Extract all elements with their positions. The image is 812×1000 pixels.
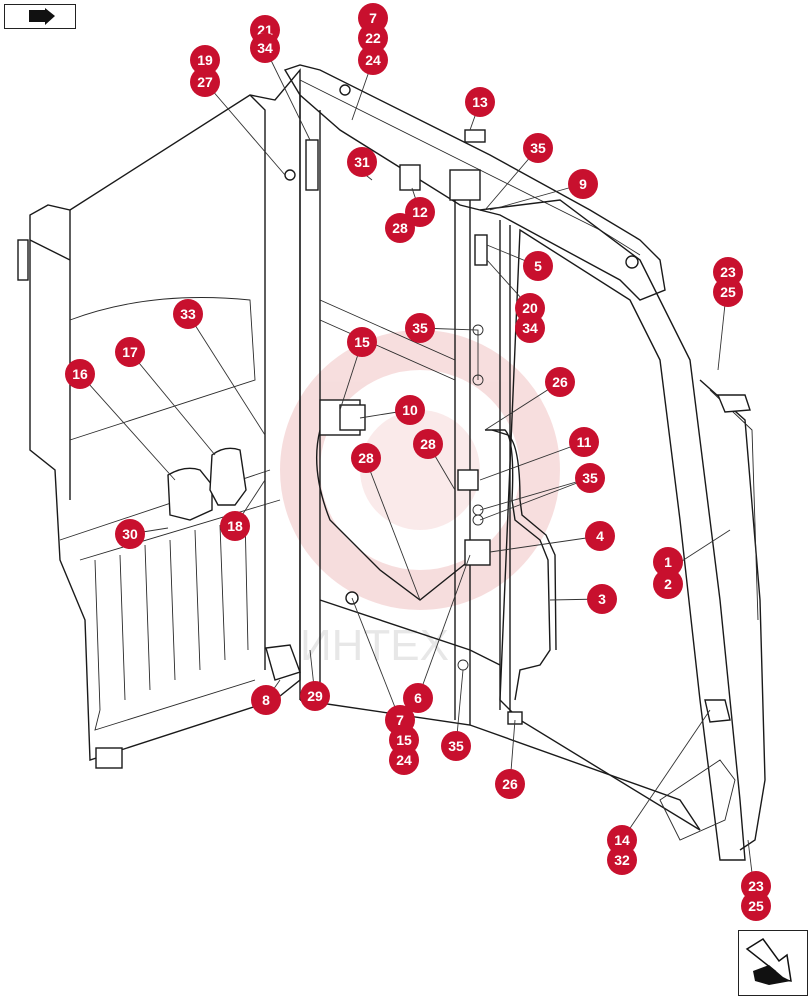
svg-text:15: 15 bbox=[354, 334, 370, 350]
callout-9: 9 bbox=[568, 169, 598, 199]
svg-text:20: 20 bbox=[522, 300, 538, 316]
callout-26-bottom: 26 bbox=[495, 769, 525, 799]
svg-text:24: 24 bbox=[396, 752, 412, 768]
svg-text:5: 5 bbox=[534, 258, 542, 274]
callout-31: 31 bbox=[347, 147, 377, 177]
svg-text:31: 31 bbox=[354, 154, 370, 170]
callout-6: 6 bbox=[403, 683, 433, 713]
callout-2: 2 bbox=[653, 569, 683, 599]
svg-text:12: 12 bbox=[412, 204, 428, 220]
callout-5: 5 bbox=[523, 251, 553, 281]
previous-page-button[interactable] bbox=[4, 4, 76, 29]
callout-29: 29 bbox=[300, 681, 330, 711]
small-parts bbox=[167, 129, 523, 725]
callout-10: 10 bbox=[395, 395, 425, 425]
callout-34-mid: 34 bbox=[515, 313, 545, 343]
callout-3: 3 bbox=[587, 584, 617, 614]
callout-25-bottom: 25 bbox=[741, 891, 771, 921]
callout-15-mid: 15 bbox=[347, 327, 377, 357]
svg-text:35: 35 bbox=[530, 140, 546, 156]
svg-text:26: 26 bbox=[502, 776, 518, 792]
callout-11: 11 bbox=[569, 427, 599, 457]
svg-text:19: 19 bbox=[197, 52, 213, 68]
svg-text:35: 35 bbox=[582, 470, 598, 486]
callout-12: 12 bbox=[405, 197, 435, 227]
callout-26-mid: 26 bbox=[545, 367, 575, 397]
svg-text:27: 27 bbox=[197, 74, 213, 90]
callout-24-bottom: 24 bbox=[389, 745, 419, 775]
svg-text:24: 24 bbox=[365, 52, 381, 68]
svg-text:7: 7 bbox=[369, 10, 377, 26]
callout-16: 16 bbox=[65, 359, 95, 389]
svg-text:25: 25 bbox=[720, 284, 736, 300]
callout-25-top: 25 bbox=[713, 277, 743, 307]
callout-35-right: 35 bbox=[575, 463, 605, 493]
svg-text:ИНТЕХ: ИНТЕХ bbox=[300, 621, 449, 670]
svg-text:35: 35 bbox=[448, 738, 464, 754]
svg-text:16: 16 bbox=[72, 366, 88, 382]
door-rod bbox=[485, 429, 557, 701]
callout-35-bottom: 35 bbox=[441, 731, 471, 761]
callout-4: 4 bbox=[585, 521, 615, 551]
svg-text:28: 28 bbox=[420, 436, 436, 452]
svg-text:11: 11 bbox=[577, 434, 592, 450]
callout-13: 13 bbox=[465, 87, 495, 117]
svg-text:9: 9 bbox=[579, 176, 587, 192]
callout-32: 32 bbox=[607, 845, 637, 875]
roof-rail bbox=[283, 64, 666, 301]
door-assembly bbox=[479, 199, 766, 861]
latch-cable bbox=[316, 429, 471, 601]
svg-text:18: 18 bbox=[227, 518, 243, 534]
svg-text:7: 7 bbox=[396, 712, 404, 728]
svg-text:23: 23 bbox=[720, 264, 736, 280]
svg-text:25: 25 bbox=[748, 898, 764, 914]
svg-text:4: 4 bbox=[596, 528, 604, 544]
callout-28-top: 28 bbox=[385, 213, 415, 243]
svg-text:6: 6 bbox=[414, 690, 422, 706]
callout-24-top: 24 bbox=[358, 45, 388, 75]
callout-28-mid-right: 28 bbox=[413, 429, 443, 459]
svg-text:35: 35 bbox=[412, 320, 428, 336]
svg-text:14: 14 bbox=[614, 832, 630, 848]
callout-17: 17 bbox=[115, 337, 145, 367]
callout-30: 30 bbox=[115, 519, 145, 549]
svg-text:28: 28 bbox=[392, 220, 408, 236]
svg-text:29: 29 bbox=[307, 688, 323, 704]
next-page-button[interactable] bbox=[738, 930, 808, 996]
callout-35-mid: 35 bbox=[405, 313, 435, 343]
callout-22: 22 bbox=[358, 23, 388, 53]
svg-text:23: 23 bbox=[748, 878, 764, 894]
callout-18: 18 bbox=[220, 511, 250, 541]
callout-19: 19 bbox=[190, 45, 220, 75]
svg-text:3: 3 bbox=[598, 591, 606, 607]
svg-text:15: 15 bbox=[396, 732, 412, 748]
svg-text:17: 17 bbox=[122, 344, 138, 360]
svg-text:34: 34 bbox=[522, 320, 538, 336]
arrow-down-right-icon bbox=[745, 937, 792, 985]
callout-8: 8 bbox=[251, 685, 281, 715]
svg-text:1: 1 bbox=[664, 554, 672, 570]
svg-text:30: 30 bbox=[122, 526, 138, 542]
svg-text:10: 10 bbox=[402, 402, 418, 418]
callout-1: 1 bbox=[653, 547, 683, 577]
callout-28-mid-left: 28 bbox=[351, 443, 381, 473]
callout-35-top: 35 bbox=[523, 133, 553, 163]
svg-text:34: 34 bbox=[257, 40, 273, 56]
left-side-panel bbox=[17, 68, 301, 769]
svg-text:13: 13 bbox=[472, 94, 488, 110]
svg-text:22: 22 bbox=[365, 30, 381, 46]
svg-text:26: 26 bbox=[552, 374, 568, 390]
svg-text:32: 32 bbox=[614, 852, 630, 868]
svg-text:8: 8 bbox=[262, 692, 270, 708]
callout-34-top: 34 bbox=[250, 33, 280, 63]
callout-27: 27 bbox=[190, 67, 220, 97]
arrow-right-icon bbox=[29, 8, 55, 25]
svg-text:28: 28 bbox=[358, 450, 374, 466]
svg-text:2: 2 bbox=[664, 576, 672, 592]
svg-text:33: 33 bbox=[180, 306, 196, 322]
callout-33: 33 bbox=[173, 299, 203, 329]
